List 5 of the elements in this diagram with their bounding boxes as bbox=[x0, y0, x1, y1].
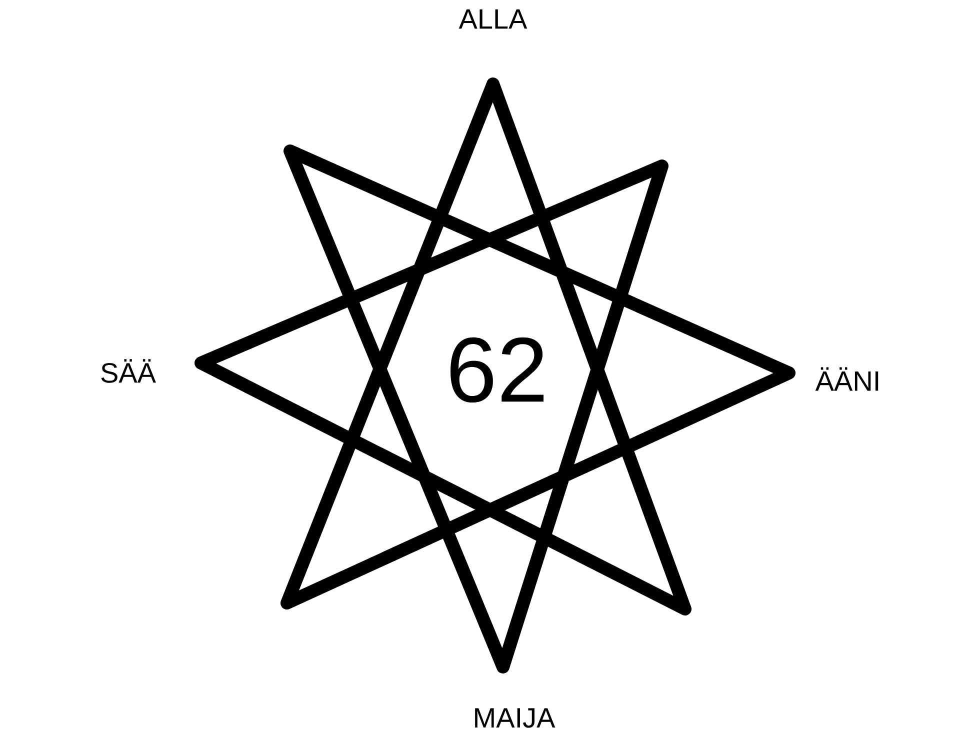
point-label: ÄÄNI bbox=[815, 367, 878, 391]
point-label: ALLA bbox=[458, 9, 528, 29]
center-number: 62 bbox=[450, 337, 544, 403]
point-label: MAIJA bbox=[475, 708, 556, 728]
point-label: SÄÄ bbox=[101, 359, 156, 383]
